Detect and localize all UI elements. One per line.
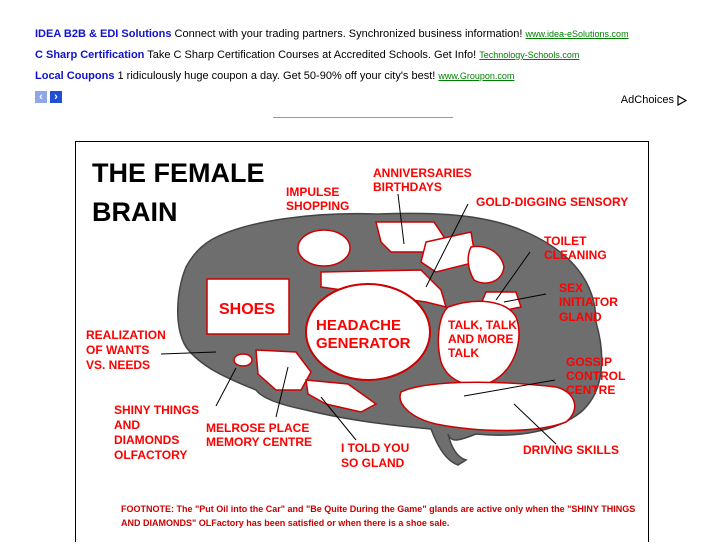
sex-label-1: SEX — [559, 281, 583, 295]
shiny-label-4: OLFACTORY — [114, 448, 187, 462]
melrose-region — [255, 349, 312, 391]
anniv-label-1: ANNIVERSARIES — [373, 166, 472, 180]
ad-url[interactable]: www.Groupon.com — [438, 71, 515, 81]
ad-navigation: ‹ › — [35, 91, 62, 103]
brain-illustration: THE FEMALE BRAIN IMPULSE SHOPPING ANNIVE… — [86, 158, 628, 470]
headache-region — [305, 283, 431, 381]
cartoon-frame: THE FEMALE BRAIN IMPULSE SHOPPING ANNIVE… — [75, 141, 649, 542]
realization-label-1: REALIZATION — [86, 328, 166, 342]
told-label-2: SO GLAND — [341, 456, 405, 470]
realization-label-2: OF WANTS — [86, 343, 149, 357]
ad-line-1[interactable]: IDEA B2B & EDI Solutions Connect with yo… — [35, 24, 705, 45]
impulse-label-1: IMPULSE — [286, 185, 339, 199]
gossip-region — [399, 381, 576, 432]
adchoices-link[interactable]: AdChoices — [621, 94, 687, 106]
ad-line-2[interactable]: C Sharp Certification Take C Sharp Certi… — [35, 45, 705, 66]
ad-line-3[interactable]: Local Coupons 1 ridiculously huge coupon… — [35, 66, 705, 87]
gold-label: GOLD-DIGGING SENSORY — [476, 195, 628, 209]
anniv-label-2: BIRTHDAYS — [373, 180, 442, 194]
melrose-label-1: MELROSE PLACE — [206, 421, 309, 435]
gossip-label-2: CONTROL — [566, 369, 625, 383]
chevron-left-icon: ‹ — [39, 91, 43, 103]
realization-label-3: VS. NEEDS — [86, 358, 150, 372]
ad-title[interactable]: C Sharp Certification — [35, 49, 145, 61]
shiny-region — [233, 353, 253, 367]
toilet-region — [467, 245, 505, 284]
ad-prev-button[interactable]: ‹ — [35, 91, 47, 103]
ad-next-button[interactable]: › — [50, 91, 62, 103]
sex-label-2: INITIATOR — [559, 295, 618, 309]
ad-text: Connect with your trading partners. Sync… — [171, 28, 526, 40]
told-label-1: I TOLD YOU — [341, 441, 409, 455]
cartoon-footnote: FOOTNOTE: The "Put Oil into the Car" and… — [121, 504, 636, 528]
talk-label-3: TALK — [448, 346, 479, 360]
adchoices-icon — [677, 94, 687, 106]
headache-label-1: HEADACHE — [316, 317, 401, 334]
driving-label: DRIVING SKILLS — [523, 443, 619, 457]
adchoices-label: AdChoices — [620, 94, 674, 106]
talk-label-2: AND MORE — [448, 332, 513, 346]
melrose-label-2: MEMORY CENTRE — [206, 435, 312, 449]
shiny-label-2: AND — [114, 418, 140, 432]
cartoon-title-line-2: BRAIN — [92, 197, 178, 227]
shiny-label-1: SHINY THINGS — [114, 403, 199, 417]
gold-region — [420, 231, 477, 273]
headache-label-2: GENERATOR — [316, 335, 411, 352]
pointer-lines — [160, 193, 557, 445]
ad-title[interactable]: Local Coupons — [35, 70, 115, 82]
ad-text: 1 ridiculously huge coupon a day. Get 50… — [114, 70, 439, 82]
told-region — [305, 379, 378, 413]
divider — [273, 117, 453, 118]
gossip-label-1: GOSSIP — [566, 355, 612, 369]
toilet-label-2: CLEANING — [544, 248, 607, 262]
ad-url[interactable]: Technology-Schools.com — [479, 50, 580, 60]
impulse-region — [297, 229, 351, 267]
cartoon-title-line-1: THE FEMALE — [92, 158, 265, 188]
ad-title[interactable]: IDEA B2B & EDI Solutions — [35, 28, 172, 40]
shoes-label: SHOES — [219, 301, 275, 318]
chevron-right-icon: › — [54, 91, 58, 103]
ad-url[interactable]: www.idea-eSolutions.com — [525, 29, 629, 39]
gossip-label-3: CENTRE — [566, 383, 615, 397]
ad-text: Take C Sharp Certification Courses at Ac… — [144, 49, 480, 61]
impulse-label-2: SHOPPING — [286, 199, 349, 213]
sex-label-3: GLAND — [559, 310, 602, 324]
talk-label-1: TALK, TALK — [448, 318, 517, 332]
toilet-label-1: TOILET — [544, 234, 587, 248]
ad-block: IDEA B2B & EDI Solutions Connect with yo… — [35, 24, 705, 87]
shiny-label-3: DIAMONDS — [114, 433, 179, 447]
shoes-region — [206, 278, 290, 335]
